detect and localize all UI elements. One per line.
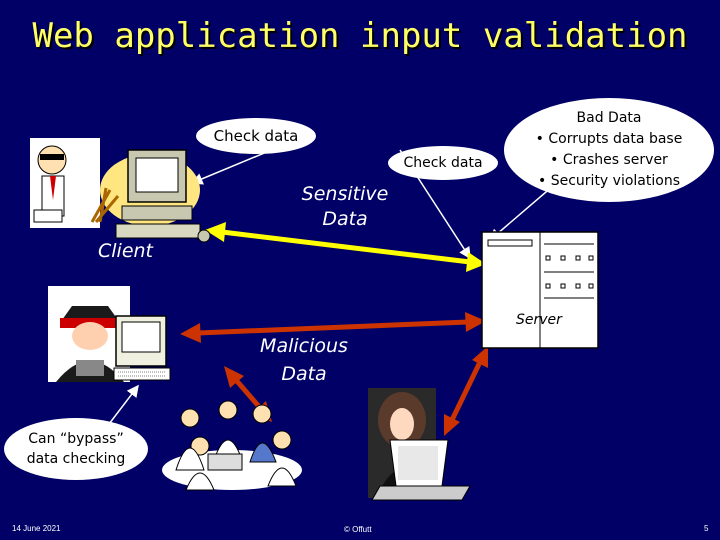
check-data-right-callout: Check data <box>388 146 498 180</box>
check-data-right-text: Check data <box>403 155 483 171</box>
client-label: Client <box>98 240 154 262</box>
malicious-data-label: Malicious Data <box>244 332 364 388</box>
footer-date: 14 June 2021 <box>12 524 61 533</box>
bypass-line1: Can “bypass” <box>28 431 124 447</box>
bad-data-item: • Security violations <box>538 173 680 189</box>
bad-data-title: Bad Data <box>576 110 642 126</box>
bypass-callout: Can “bypass” data checking <box>4 418 148 480</box>
malicious-data-arrow <box>180 312 486 343</box>
malicious-line2: Data <box>281 363 327 385</box>
bad-data-callout: Bad Data • Corrupts data base • Crashes … <box>504 98 714 202</box>
check-data-left-callout: Check data <box>196 118 316 154</box>
sensitive-data-label: Sensitive Data <box>290 182 400 232</box>
sensitive-line2: Data <box>322 208 368 230</box>
dilbert-at-computer-icon <box>30 138 211 243</box>
sensitive-data-arrow <box>205 222 486 272</box>
footer-page-number: 5 <box>704 524 709 533</box>
sensitive-line1: Sensitive <box>301 183 389 205</box>
laptop-to-server-arrow <box>444 346 488 436</box>
bad-data-item: • Crashes server <box>550 152 668 168</box>
server-icon <box>481 231 599 349</box>
footer-copyright: © Offutt <box>344 525 372 534</box>
slide-title: Web application input validation <box>32 16 688 56</box>
black-hat-hacker-icon <box>48 286 171 382</box>
bypass-line2: data checking <box>26 451 126 467</box>
server-label: Server <box>516 312 562 328</box>
malicious-line1: Malicious <box>260 335 348 357</box>
woman-at-laptop-icon <box>368 388 471 501</box>
check-data-left-text: Check data <box>213 127 299 145</box>
group-of-people-icon <box>162 400 302 491</box>
bad-data-item: • Corrupts data base <box>535 131 683 147</box>
